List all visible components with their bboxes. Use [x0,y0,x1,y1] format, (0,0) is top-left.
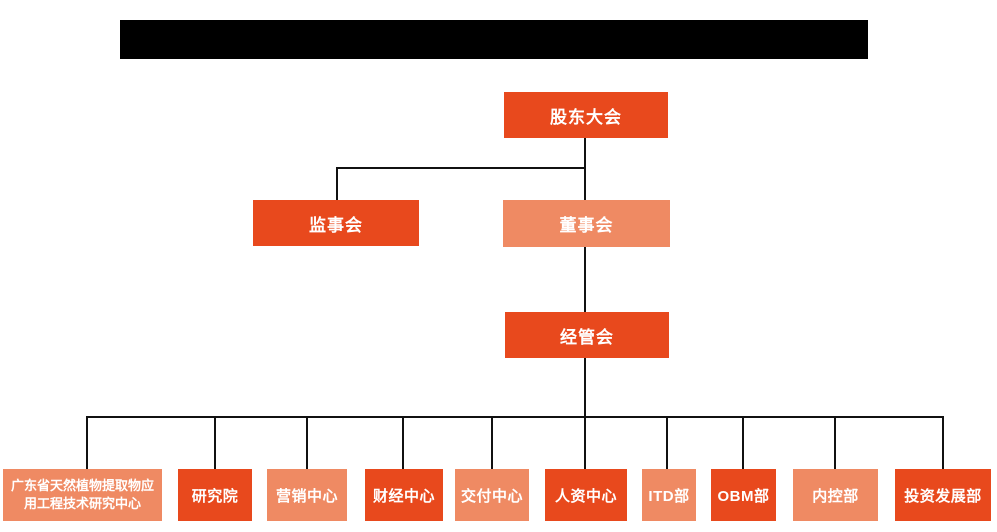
connector-drop-obm-department [742,416,744,469]
connector-drop-supervisory [336,167,338,200]
connector-drop-itd-department [666,416,668,469]
connector-branch-horizontal [336,167,586,169]
connector-departments-horizontal [86,416,944,418]
org-node-gd-plant-extract-center: 广东省天然植物提取物应用工程技术研究中心 [3,469,162,521]
connector-drop-investment-dev [942,416,944,469]
org-node-internal-control-dept: 内控部 [793,469,878,521]
org-node-itd-department: ITD部 [642,469,696,521]
org-node-shareholders-meeting: 股东大会 [504,92,668,138]
org-node-obm-department: OBM部 [711,469,776,521]
connector-drop-delivery-center [491,416,493,469]
org-node-research-institute: 研究院 [178,469,252,521]
connector-drop-internal-control [834,416,836,469]
connector-drop-gd-center [86,416,88,469]
org-node-delivery-center: 交付中心 [455,469,529,521]
connector-shareholders-to-board [584,138,586,200]
org-node-supervisory-board: 监事会 [253,200,419,246]
connector-drop-hr-center [584,416,586,469]
redacted-title-bar [120,20,868,59]
connector-management-down [584,358,586,418]
org-node-board-of-directors: 董事会 [503,200,670,247]
org-node-marketing-center: 营销中心 [267,469,347,521]
connector-drop-marketing-center [306,416,308,469]
connector-drop-finance-center [402,416,404,469]
org-node-investment-dev-dept: 投资发展部 [895,469,991,521]
connector-board-to-management [584,247,586,312]
org-node-finance-center: 财经中心 [365,469,443,521]
connector-drop-research-institute [214,416,216,469]
org-node-hr-center: 人资中心 [545,469,627,521]
org-node-management-committee: 经管会 [505,312,669,358]
